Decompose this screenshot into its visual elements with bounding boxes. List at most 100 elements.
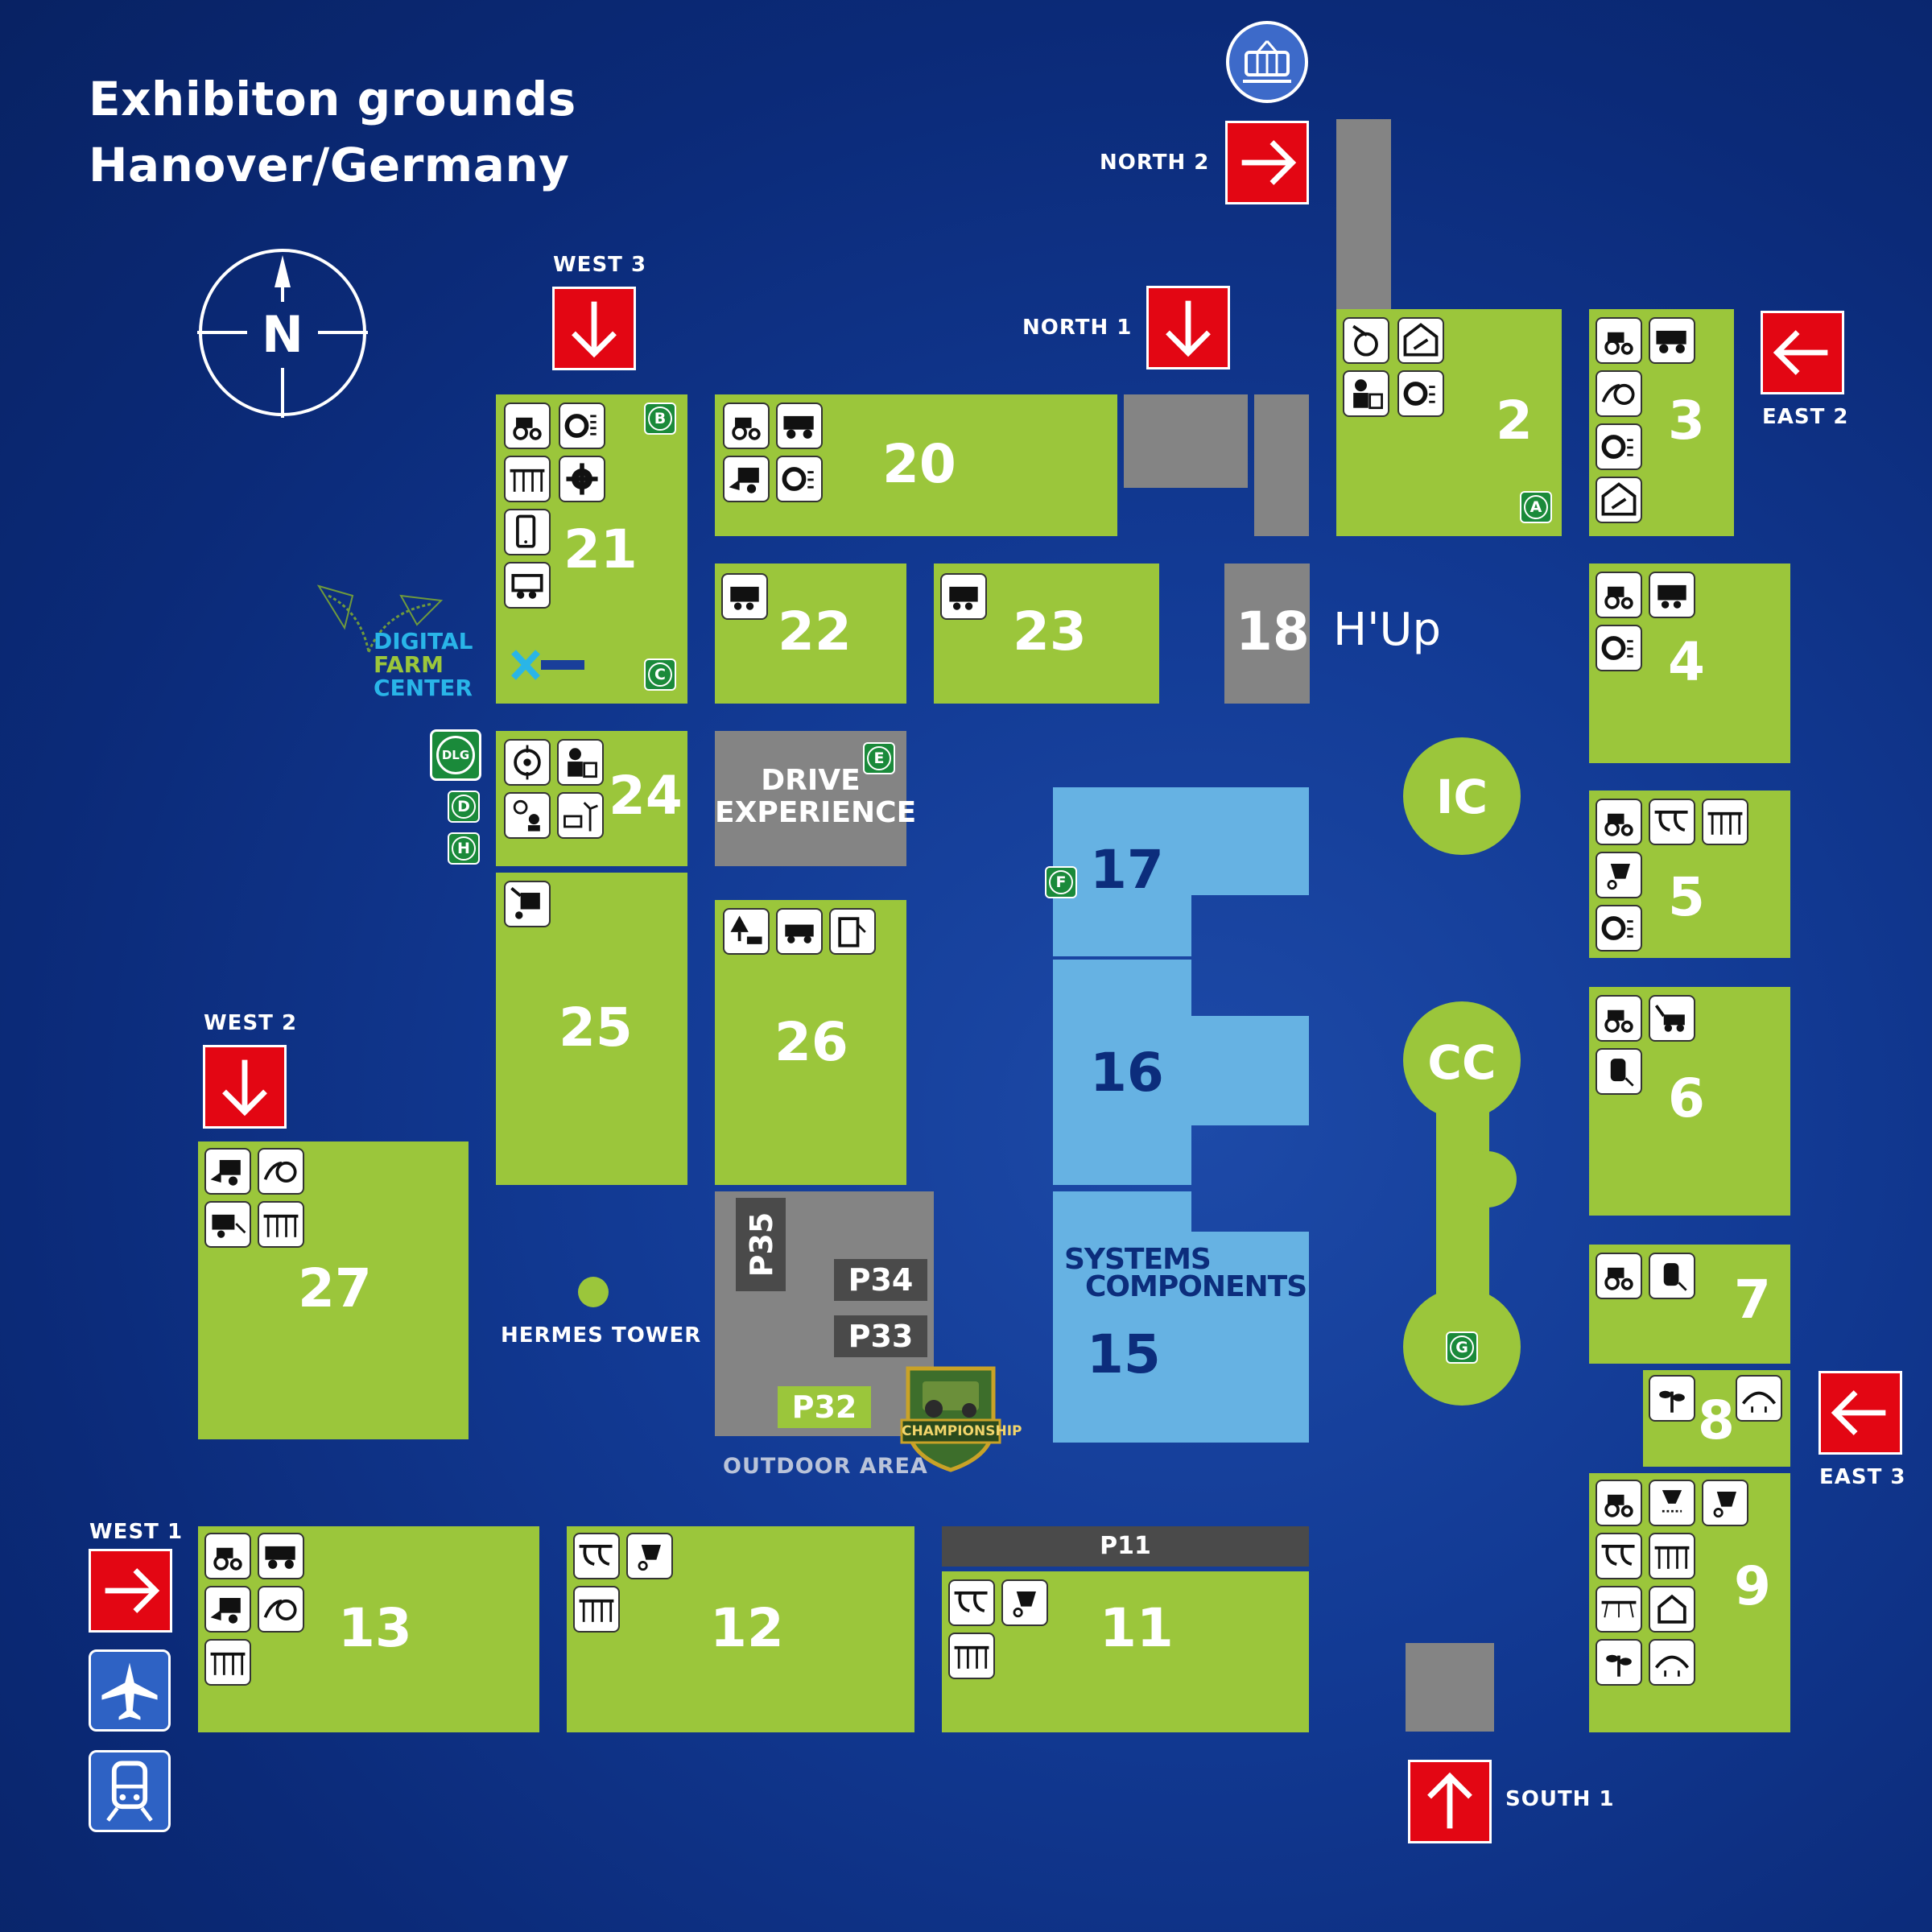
hall-16-number: 16 xyxy=(1090,1042,1164,1104)
entrance-label-south1: SOUTH 1 xyxy=(1505,1787,1615,1811)
hall-20[interactable]: 20 xyxy=(715,394,1117,536)
badge-f[interactable]: F xyxy=(1045,866,1077,898)
dlg-label: DLG xyxy=(436,736,475,774)
badge-c[interactable]: C xyxy=(644,658,676,691)
entrance-east3-arrow-left-icon[interactable] xyxy=(1818,1371,1902,1455)
service-icon xyxy=(1343,317,1389,364)
trailer-icon xyxy=(721,573,768,620)
hall-13[interactable]: 13 xyxy=(198,1526,539,1732)
seeder-icon xyxy=(948,1633,995,1679)
gray-block-n2 xyxy=(1254,394,1309,536)
farm-robotix-x-icon xyxy=(506,649,586,681)
experience-label: EXPERIENCE xyxy=(715,796,917,829)
harvester-icon xyxy=(204,1148,251,1195)
entrance-west3-arrow-down-icon[interactable] xyxy=(552,287,636,370)
digital-farm-center-label: DIGITAL FARM CENTER xyxy=(374,630,473,700)
tractor-icon xyxy=(1596,1480,1642,1526)
compass-letter: N xyxy=(262,305,303,364)
entrance-label-north1: NORTH 1 xyxy=(1022,316,1133,340)
farm-label: FARM xyxy=(374,651,444,678)
hall-15[interactable] xyxy=(1053,1232,1309,1443)
badge-b[interactable]: B xyxy=(644,402,676,435)
combine-icon xyxy=(258,1533,304,1579)
harvester-icon xyxy=(204,1586,251,1633)
mixer-wagon-icon xyxy=(204,1201,251,1248)
hall-17-bottom xyxy=(1053,894,1191,956)
sprayer-tank-icon xyxy=(1596,1048,1642,1095)
hall-number: 7 xyxy=(1734,1269,1771,1331)
entrance-label-west2: WEST 2 xyxy=(204,1011,298,1035)
entrance-label-west1: WEST 1 xyxy=(89,1520,184,1544)
hall-18[interactable]: 18 xyxy=(1224,564,1310,704)
cc-connector-bulge xyxy=(1457,1151,1517,1208)
bioenergy-icon xyxy=(829,908,876,955)
tractor-icon xyxy=(1596,799,1642,845)
hall-17-top xyxy=(1053,787,1309,895)
hup-label: H'Up xyxy=(1333,604,1442,656)
workshop-icon xyxy=(1596,477,1642,523)
parking-p32[interactable]: P32 xyxy=(778,1386,871,1428)
hermes-tower-marker[interactable] xyxy=(578,1277,609,1307)
entrance-north2-arrow-right-icon[interactable] xyxy=(1225,121,1309,204)
greenhouse-icon xyxy=(1649,1586,1695,1633)
hall-number: 24 xyxy=(609,765,683,827)
hall-17-number: 17 xyxy=(1090,839,1164,901)
parking-p33[interactable]: P33 xyxy=(834,1315,927,1357)
title-line-2: Hanover/Germany xyxy=(89,138,570,192)
plough-icon xyxy=(1596,1533,1642,1579)
entrance-east2-arrow-left-icon[interactable] xyxy=(1761,311,1844,394)
p35-label: P35 xyxy=(744,1212,779,1278)
renewable-energy-icon xyxy=(557,792,604,839)
hall-23[interactable]: 23 xyxy=(934,564,1159,704)
tire-icon xyxy=(1596,625,1642,671)
entrance-north1-arrow-down-icon[interactable] xyxy=(1146,286,1230,369)
badge-a[interactable]: A xyxy=(1520,491,1552,523)
workshop-icon xyxy=(1397,317,1444,364)
spreader-icon xyxy=(1596,852,1642,898)
plough-icon xyxy=(573,1533,620,1579)
entrance-west1-arrow-right-icon[interactable] xyxy=(89,1549,172,1633)
hall-number: 26 xyxy=(774,1011,848,1073)
forestry-icon xyxy=(723,908,770,955)
center-label: CENTER xyxy=(374,675,473,701)
parking-p34[interactable]: P34 xyxy=(834,1259,927,1301)
hall-ic[interactable]: IC xyxy=(1403,737,1521,855)
plough-icon xyxy=(1649,799,1695,845)
entrance-west2-arrow-down-icon[interactable] xyxy=(203,1045,287,1129)
fertilizer-icon xyxy=(1649,1480,1695,1526)
harvester-icon xyxy=(723,456,770,502)
hall-16-right xyxy=(1190,1016,1309,1125)
championship-label: CHAMPIONSHIP xyxy=(902,1423,1022,1439)
hall-number: 13 xyxy=(338,1597,412,1659)
title-line-1: Exhibiton grounds xyxy=(89,72,576,126)
plough-icon xyxy=(948,1579,995,1626)
gray-block-north xyxy=(1336,119,1391,309)
tire-icon xyxy=(559,402,605,449)
hall-11[interactable]: 11 xyxy=(942,1571,1309,1732)
consulting-icon xyxy=(504,792,551,839)
compass-icon: N xyxy=(197,247,368,418)
badge-d[interactable]: D xyxy=(448,791,480,823)
systems-components-logo: SYSTEMS COMPONENTS xyxy=(1064,1245,1307,1303)
tire-icon xyxy=(1596,423,1642,470)
utility-vehicle-icon xyxy=(776,908,823,955)
hall-number: 25 xyxy=(559,997,633,1059)
hall-12[interactable]: 12 xyxy=(567,1526,914,1732)
ic-label: IC xyxy=(1435,770,1488,824)
entrance-south1-arrow-up-icon[interactable] xyxy=(1408,1760,1492,1843)
finance-person-icon xyxy=(557,739,604,786)
forage-harvester-icon xyxy=(504,881,551,927)
irrigation-icon xyxy=(1736,1375,1782,1422)
baler-icon xyxy=(258,1586,304,1633)
hall-number: 22 xyxy=(778,601,852,663)
badge-e[interactable]: E xyxy=(863,742,895,774)
hall-number: 4 xyxy=(1668,631,1705,693)
airport-icon xyxy=(89,1649,171,1732)
badge-h[interactable]: H xyxy=(448,832,480,865)
badge-g[interactable]: G xyxy=(1446,1331,1478,1364)
parking-p11[interactable]: P11 xyxy=(942,1526,1309,1567)
components-label: COMPONENTS xyxy=(1085,1270,1307,1303)
entrance-label-west3: WEST 3 xyxy=(553,253,647,277)
seeder-icon xyxy=(573,1586,620,1633)
parking-p35[interactable]: P35 xyxy=(736,1198,786,1291)
